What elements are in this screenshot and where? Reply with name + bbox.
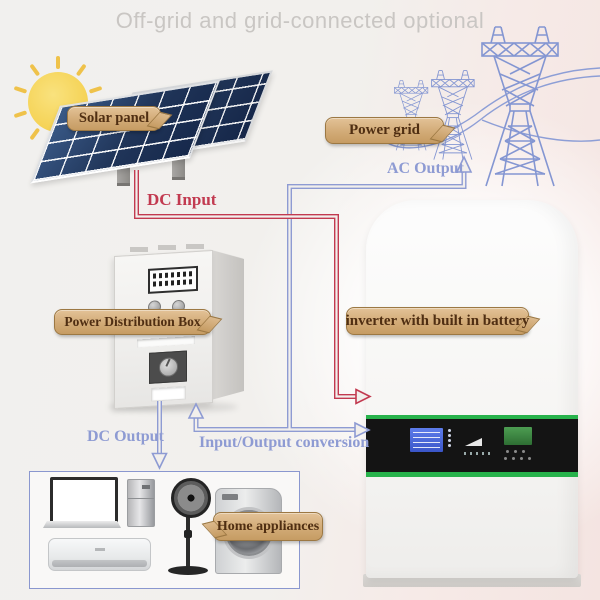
panel-markings [464,452,490,455]
power-grid-bubble-text: Power grid [349,122,420,138]
fan-knee [184,530,192,538]
page-title: Off-grid and grid-connected optional [115,8,485,33]
lcd-display [410,428,443,452]
button-row [506,450,525,453]
inverter-icon [366,200,578,578]
inverter-bubble: inverter with built in battery [345,307,541,335]
box-vent [158,245,176,250]
home-appliances-bubble: Home appliances [201,512,323,541]
rating-plate [148,265,198,294]
distribution-box-shadow [108,402,238,412]
fridge-icon [127,479,155,527]
fan-pole [186,512,190,568]
distribution-box-bubble: Power Distribution Box [54,309,223,335]
io-conversion-label: Input/Output conversion [199,434,370,451]
button-row [504,457,531,460]
solar-panel-bubble: Solar panel [67,106,173,131]
fan-base [168,566,208,575]
led-indicator [448,434,451,437]
fan-icon [171,478,211,518]
recessed-strip [137,336,195,348]
bottom-slot [151,385,186,402]
dc-output-label: DC Output [87,428,164,445]
led-indicator [448,444,451,447]
laptop-base [43,521,121,528]
home-appliances-bubble-text: Home appliances [216,518,320,534]
solar-panel-bubble-text: Solar panel [78,110,150,126]
distribution-box-bubble-text: Power Distribution Box [64,314,201,329]
air-conditioner-icon [48,538,151,571]
inverter-control-panel [366,415,578,477]
box-vent [186,244,204,249]
inverter-bubble-text: inverter with built in battery [345,312,530,329]
led-indicator [448,429,451,432]
arrow-to-appliances [151,452,168,470]
rotary-switch [149,350,187,384]
green-display [504,427,532,445]
power-grid-bubble: Power grid [325,117,456,144]
laptop-icon [50,477,118,523]
led-indicator [448,439,451,442]
dc-input-label: DC Input [147,190,217,209]
power-wedge-icon [465,438,482,446]
box-vent [130,247,148,252]
ac-output-label: AC Output [387,160,464,177]
